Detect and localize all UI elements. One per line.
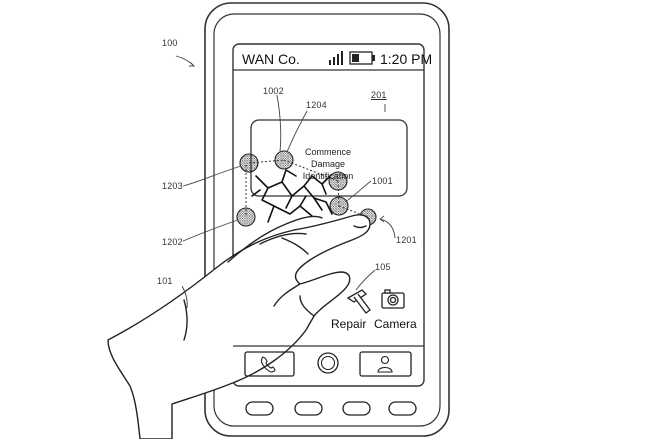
touch-point-1204 <box>274 150 294 170</box>
ref-1002: 1002 <box>263 86 284 96</box>
hand-drawing <box>107 214 371 440</box>
camera-icon[interactable] <box>381 289 405 309</box>
repair-app-label[interactable]: Repair <box>331 317 367 331</box>
dock-home-button[interactable] <box>317 352 339 374</box>
hardware-button-2[interactable] <box>294 401 323 416</box>
camera-app-label[interactable]: Camera <box>374 317 417 331</box>
dock-phone-button[interactable] <box>244 351 295 377</box>
screen-ref-label: 201 <box>371 90 387 100</box>
dialog-line-2: Damage <box>310 159 346 169</box>
leader-lines <box>175 55 396 309</box>
touch-point-1202 <box>236 207 256 227</box>
ref-1203: 1203 <box>162 181 183 191</box>
crack-lines <box>251 169 333 223</box>
contact-icon <box>377 355 393 373</box>
ref-1204: 1204 <box>306 100 327 110</box>
hammer-icon[interactable] <box>346 289 371 314</box>
device-outline <box>204 2 450 437</box>
ref-hand: 101 <box>157 276 173 286</box>
battery-icon <box>349 51 375 65</box>
ref-1001: 1001 <box>372 176 393 186</box>
touch-points <box>236 150 377 227</box>
hardware-button-4[interactable] <box>388 401 417 416</box>
home-button-icon <box>320 355 336 371</box>
hardware-buttons <box>245 401 417 416</box>
ref-1202: 1202 <box>162 237 183 247</box>
signal-bars-icon <box>329 51 343 65</box>
hardware-button-3[interactable] <box>342 401 371 416</box>
dialog-line-1: Commence <box>304 147 351 157</box>
dialog-line-3: Identification <box>302 171 354 181</box>
ref-1201: 1201 <box>396 235 417 245</box>
dock-contacts-button[interactable] <box>359 351 412 377</box>
hardware-button-1[interactable] <box>245 401 274 416</box>
ref-105: 105 <box>375 262 391 272</box>
touch-point-1001 <box>329 196 349 216</box>
touch-point-top-right <box>328 171 348 191</box>
carrier-label: WAN Co. <box>242 51 300 67</box>
ref-device: 100 <box>162 38 178 48</box>
phone-icon <box>260 356 276 373</box>
touch-point-1203 <box>239 153 259 173</box>
status-time: 1:20 PM <box>380 51 433 67</box>
